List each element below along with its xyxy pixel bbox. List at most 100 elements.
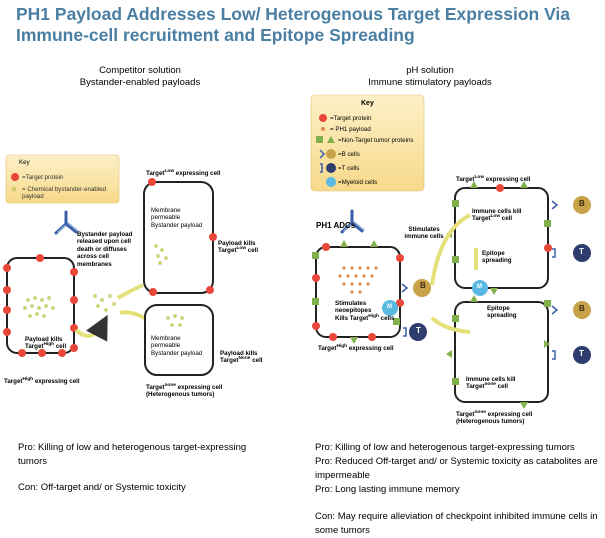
bystander-text: Bystander payload released upon cell dea… xyxy=(77,231,133,268)
none-cell-nontarget xyxy=(446,295,551,409)
left-curved-arrow-3 xyxy=(119,310,150,322)
ph1-target-high-expressing-label: TargetHigh expressing cell xyxy=(318,343,394,352)
competitor-heading-line1: Competitor solution xyxy=(99,65,181,76)
t-cell-bottom-receptor xyxy=(552,350,556,360)
target-low-cell-proteins xyxy=(148,178,217,296)
t-cell-bottom xyxy=(573,346,591,364)
right-key-target-protein-icon xyxy=(319,114,327,122)
right-arrow-down xyxy=(430,316,471,334)
right-con-text: Con: May require alleviation of checkpoi… xyxy=(315,511,598,536)
t-cell-top-label: T xyxy=(579,247,584,256)
target-low-expressing-label: TargetLow expressing cell xyxy=(146,168,221,177)
b-cell-bottom xyxy=(573,301,591,319)
target-low-cell xyxy=(143,181,214,294)
right-pro2-text: Pro: Reduced Off-target and/ or Systemic… xyxy=(315,456,598,481)
right-key-nontarget-label: =Non-Target tumor proteins xyxy=(338,137,414,144)
left-key-target-protein-icon xyxy=(11,173,19,181)
epitope-spreading-top-label: Epitope spreading xyxy=(482,250,512,265)
target-none-cell xyxy=(144,304,214,376)
competitor-heading-line2: Bystander-enabled payloads xyxy=(79,77,201,88)
right-target-low-expressing-label: TargetLow expressing cell xyxy=(456,174,531,183)
m-cell-mid-label: M xyxy=(477,284,482,290)
right-key-nontarget-square-icon xyxy=(316,136,323,143)
ph1-adcs-label: PH1 ADCs xyxy=(316,221,356,230)
right-key-b-label: =B cells xyxy=(338,151,360,158)
left-key-title: Key xyxy=(19,159,30,166)
ph1-payload-dots xyxy=(338,266,378,294)
right-key-nontarget-triangle-icon xyxy=(327,136,335,143)
left-pro-text: Pro: Killing of low and heterogenous tar… xyxy=(18,442,247,467)
page-title: PH1 Payload Addresses Low/ Heterogenous … xyxy=(16,4,601,46)
b-cell-bottom-receptor xyxy=(551,305,559,315)
b-cell-top xyxy=(573,196,591,214)
left-antibody-icon xyxy=(54,210,79,235)
left-key-target-label: =Target protein xyxy=(22,174,64,181)
t-cell-top-receptor xyxy=(552,248,556,258)
title-line-2: Immune-cell recruitment and Epitope Spre… xyxy=(16,25,415,45)
right-key-t-cell-icon xyxy=(326,163,336,173)
epitope-spreading-bottom-label: Epitope spreading xyxy=(487,305,517,320)
t-cell-main xyxy=(409,323,427,341)
right-key-t-receptor-icon xyxy=(320,163,323,173)
right-arrow-up xyxy=(430,213,471,286)
b-cell-main-label: B xyxy=(420,281,426,290)
left-key-chem-label: = Chemical bystander-enabled payload xyxy=(22,186,107,201)
right-key-myeloid-icon xyxy=(326,177,336,187)
right-key-t-label: =T cells xyxy=(338,165,360,172)
right-key-b-cell-icon xyxy=(326,149,336,159)
ph-heading-line2: Immune stimulatory payloads xyxy=(368,77,492,88)
right-key-target-label: =Target protein xyxy=(330,115,372,122)
t-cell-bottom-label: T xyxy=(579,349,584,358)
t-cell-main-label: T xyxy=(416,326,421,335)
right-key-b-receptor-icon xyxy=(319,149,326,159)
target-high-cell-payload xyxy=(23,296,55,318)
left-key-box xyxy=(5,154,120,204)
immune-kill-none-cell xyxy=(454,301,549,403)
myeloid-cell-mid xyxy=(472,280,488,296)
right-key-ph1-label: = PH1 payload xyxy=(330,126,371,133)
ph1-target-high-cell xyxy=(315,246,401,338)
right-antibody-icon xyxy=(340,209,365,234)
immune-kill-low-cell xyxy=(454,187,549,289)
left-curved-arrow-2 xyxy=(116,283,144,300)
m-cell-main-label: M xyxy=(387,304,392,310)
right-key-ph1-payload-icon xyxy=(321,127,325,131)
diffusing-payload xyxy=(93,294,116,312)
b-cell-bottom-label: B xyxy=(579,304,585,313)
b-cell-top-receptor xyxy=(551,200,559,210)
left-con-text: Con: Off-target and/ or Systemic toxicit… xyxy=(18,482,186,493)
t-cell-top xyxy=(573,244,591,262)
competitor-heading: Competitor solution Bystander-enabled pa… xyxy=(40,65,240,89)
right-key-title: Key xyxy=(361,100,374,107)
left-curved-arrow-1 xyxy=(74,314,108,342)
target-none-cell-payload xyxy=(166,314,184,327)
myeloid-cell-main xyxy=(382,300,398,316)
right-key-m-label: =Myeloid cells xyxy=(338,179,378,186)
left-key-chem-payload-icon xyxy=(11,186,16,191)
target-low-cell-payload xyxy=(154,244,168,265)
ph-heading: pH solution Immune stimulatory payloads xyxy=(330,65,530,89)
right-key-box xyxy=(310,94,425,192)
target-high-expressing-label: TargetHigh expressing cell xyxy=(4,376,80,385)
t-cell-main-receptor xyxy=(403,327,407,337)
stimulates-immune-label: Stimulates immune cells xyxy=(404,226,444,241)
b-cell-main-receptor xyxy=(401,283,409,293)
b-cell-top-label: B xyxy=(579,199,585,208)
ph-heading-line1: pH solution xyxy=(406,65,454,76)
right-target-none-expressing-label: Targetnone expressing cell(Heterogenous … xyxy=(456,409,533,426)
ph1-cell-target-proteins xyxy=(312,243,404,341)
b-cell-main xyxy=(413,279,431,297)
ph1-cell-nontarget-proteins xyxy=(312,240,400,344)
right-pro1-text: Pro: Killing of low and heterogenous tar… xyxy=(315,442,575,453)
low-cell-target-proteins xyxy=(496,184,552,252)
target-high-cell-proteins xyxy=(3,254,78,357)
